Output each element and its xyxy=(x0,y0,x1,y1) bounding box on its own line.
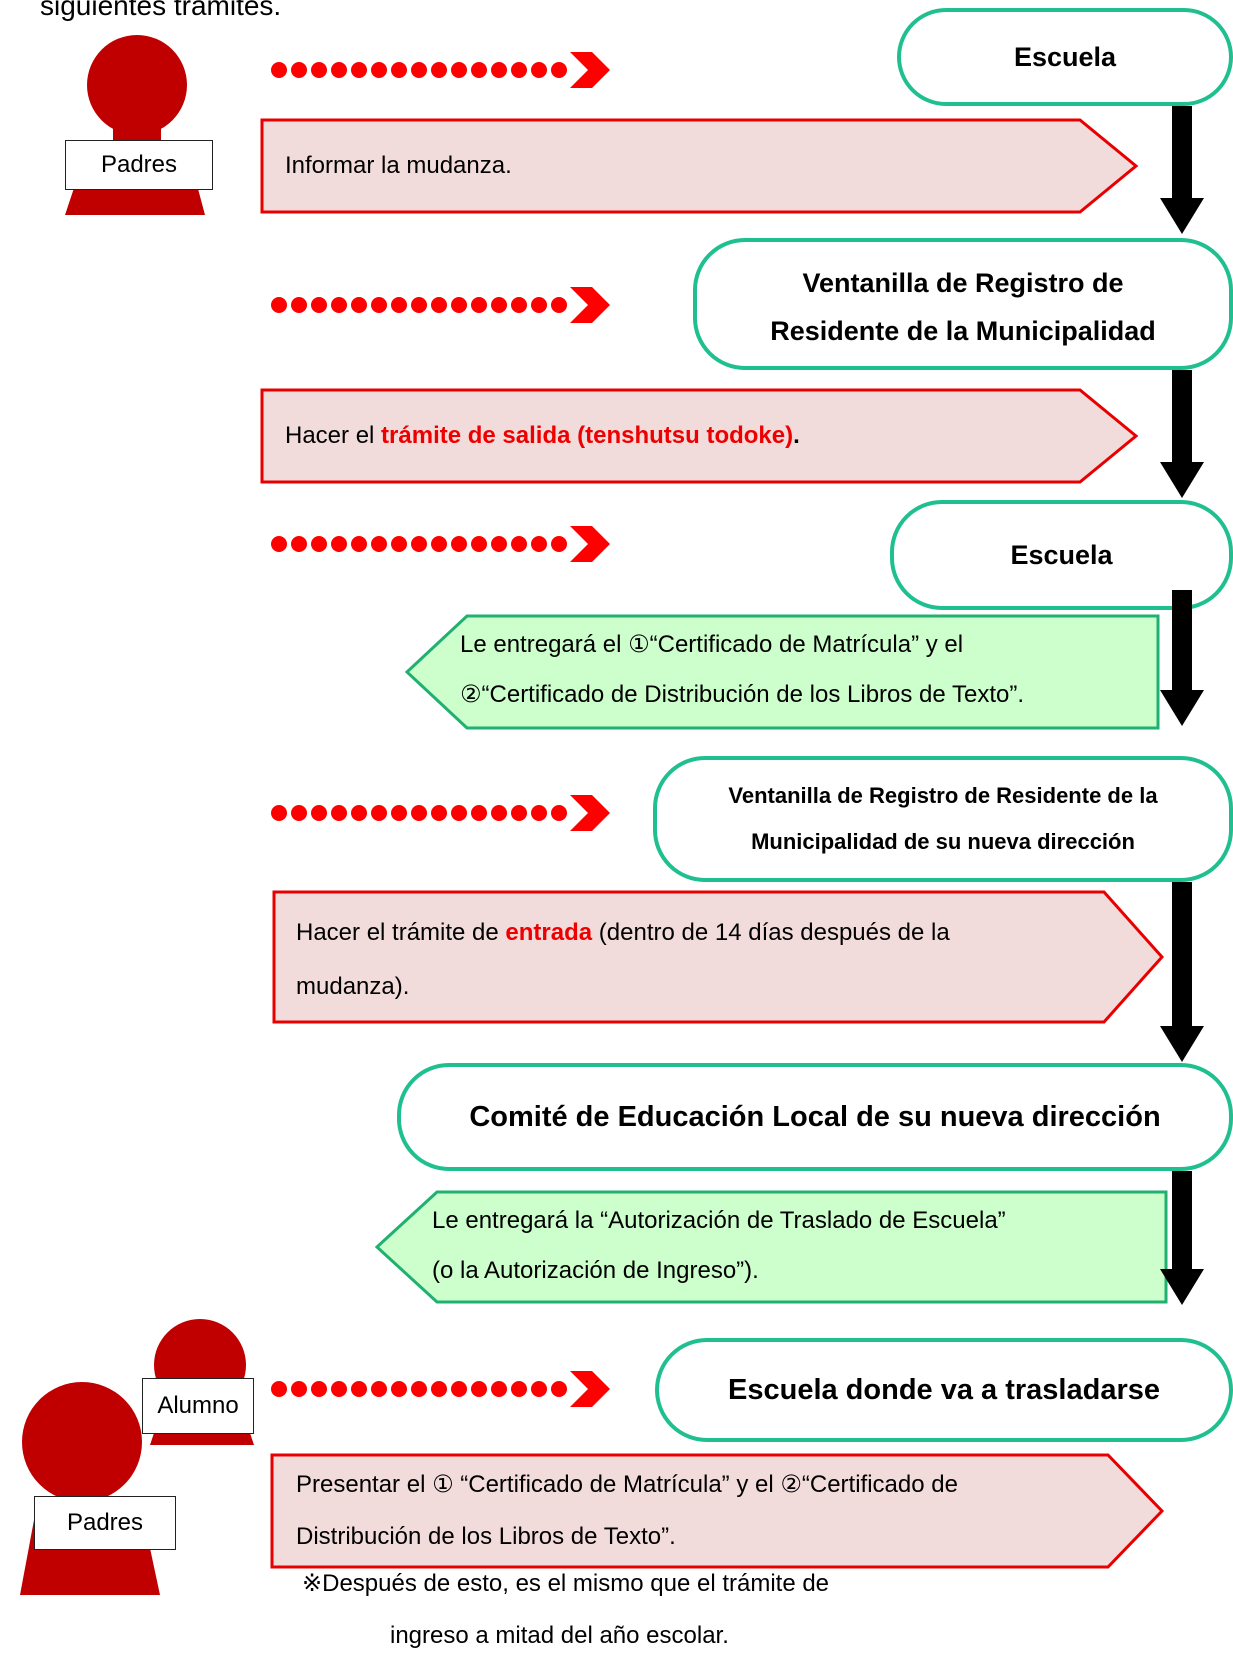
info-text: Le entregará el ①“Certificado de Matrícu… xyxy=(460,620,1024,720)
parent-label: Padres xyxy=(65,140,213,190)
flow-arrow-5 xyxy=(1160,1171,1204,1310)
flow-arrow-2 xyxy=(1160,370,1204,503)
text-plain: Hacer el trámite de xyxy=(296,919,506,946)
action-line-1: Hacer el trámite de entrada (dentro de 1… xyxy=(296,906,950,960)
dotted-arrow-5 xyxy=(270,1369,610,1409)
flow-arrow-4 xyxy=(1160,882,1204,1067)
dotted-arrow-1 xyxy=(270,50,610,90)
dest-line-2: Municipalidad de su nueva dirección xyxy=(751,829,1135,854)
destination-education-committee: Comité de Educación Local de su nueva di… xyxy=(397,1063,1233,1171)
info-line-2: (o la Autorización de Ingreso”). xyxy=(432,1257,759,1284)
dest-line-1: Ventanilla de Registro de xyxy=(802,268,1124,298)
action-text: Informar la mudanza. xyxy=(285,152,512,179)
student-figure: Alumno xyxy=(142,1315,260,1445)
footnote-line-1: ※Después de esto, es el mismo que el trá… xyxy=(302,1570,830,1597)
info-school-certificates: Le entregará el ①“Certificado de Matrícu… xyxy=(404,614,1160,730)
page-heading: siguientes trámites. xyxy=(40,0,282,21)
destination-registry-2: Ventanilla de Registro de Residente de l… xyxy=(653,756,1233,882)
destination-new-school: Escuela donde va a trasladarse xyxy=(655,1338,1233,1442)
action-inform-move: Informar la mudanza. xyxy=(260,118,1140,214)
dest-line-2: Residente de la Municipalidad xyxy=(770,316,1156,346)
text-highlight: trámite de salida (tenshutsu todoke) xyxy=(381,422,794,449)
dest-line-1: Ventanilla de Registro de Residente de l… xyxy=(728,783,1158,808)
action-entry-procedure: Hacer el trámite de entrada (dentro de 1… xyxy=(272,890,1165,1024)
action-text: Presentar el ① “Certificado de Matrícula… xyxy=(296,1459,958,1563)
info-text: Le entregará la “Autorización de Traslad… xyxy=(432,1196,1006,1296)
student-label: Alumno xyxy=(142,1378,254,1434)
action-line-1: Presentar el ① “Certificado de Matrícula… xyxy=(296,1471,958,1498)
person-icon xyxy=(20,1382,160,1595)
info-transfer-authorization: Le entregará la “Autorización de Traslad… xyxy=(374,1190,1168,1304)
text-plain: Hacer el xyxy=(285,422,382,449)
action-exit-procedure: Hacer el trámite de salida (tenshutsu to… xyxy=(260,388,1140,484)
parent-label: Padres xyxy=(34,1496,176,1550)
flow-arrow-1 xyxy=(1160,106,1204,239)
dotted-arrow-3 xyxy=(270,524,610,564)
dotted-arrow-4 xyxy=(270,793,610,833)
action-text: Hacer el trámite de salida (tenshutsu to… xyxy=(285,412,800,460)
text-suffix: . xyxy=(793,422,800,449)
action-present-certificates: Presentar el ① “Certificado de Matrícula… xyxy=(270,1453,1165,1569)
info-line-1: Le entregará el ①“Certificado de Matrícu… xyxy=(460,631,964,658)
destination-school-1: Escuela xyxy=(897,8,1233,106)
info-line-1: Le entregará la “Autorización de Traslad… xyxy=(432,1207,1006,1234)
parent-figure-bottom: Padres xyxy=(20,1380,180,1595)
flow-arrow-3 xyxy=(1160,590,1204,731)
action-line-2: Distribución de los Libros de Texto”. xyxy=(296,1523,676,1550)
action-text: Hacer el trámite de entrada (dentro de 1… xyxy=(296,906,950,1014)
parent-figure: Padres xyxy=(55,15,215,215)
destination-registry-1: Ventanilla de Registro de Residente de l… xyxy=(693,238,1233,370)
dotted-arrow-2 xyxy=(270,285,610,325)
action-line-2: mudanza). xyxy=(296,973,410,1000)
text-highlight: entrada xyxy=(505,919,593,946)
text-suffix: (dentro de 14 días después de la xyxy=(592,919,950,946)
footnote-line-2: ingreso a mitad del año escolar. xyxy=(390,1622,729,1649)
info-line-2: ②“Certificado de Distribución de los Lib… xyxy=(460,681,1024,708)
